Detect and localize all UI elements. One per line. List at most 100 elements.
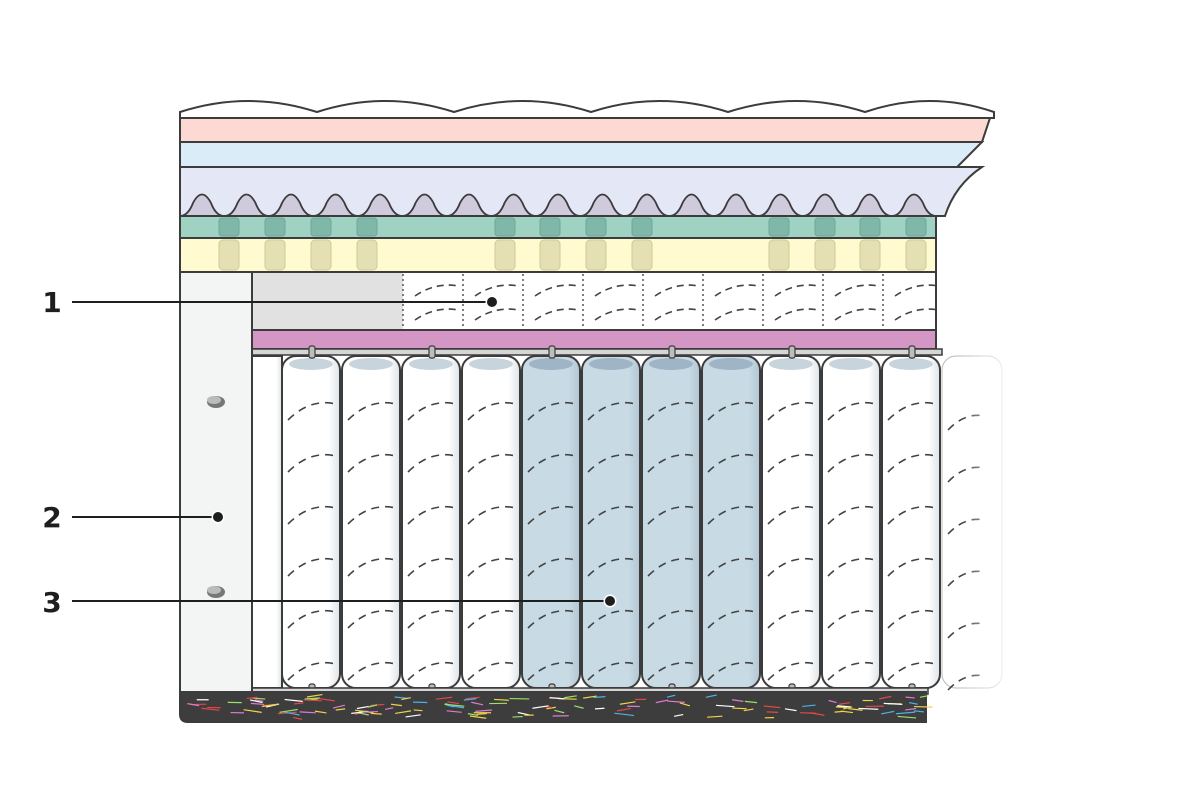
pocket-spring-coil xyxy=(767,557,817,577)
pocket-spring-coil xyxy=(287,609,337,629)
pocket-spring-coil xyxy=(827,557,877,577)
base-fabric xyxy=(179,691,927,723)
pocket-spring-coil xyxy=(347,661,397,681)
mini-spring-coil xyxy=(834,308,880,321)
pocket-spring-coil xyxy=(707,661,757,681)
fabric-fibre xyxy=(707,715,723,718)
fabric-fibre xyxy=(554,709,565,714)
mini-spring-coil xyxy=(894,284,940,297)
fabric-fibre xyxy=(879,695,892,700)
egg-crate-bump xyxy=(179,193,225,217)
fabric-fibre xyxy=(895,711,916,715)
pocket-spring-coil xyxy=(287,453,337,473)
fabric-fibre xyxy=(463,698,477,701)
green-foam-block xyxy=(494,217,516,237)
fabric-fibre xyxy=(246,696,258,700)
callout-2-dot xyxy=(213,512,223,522)
fabric-fibre xyxy=(447,704,465,709)
pocket-spring-coil xyxy=(407,557,457,577)
green-foam-block xyxy=(585,217,607,237)
green-foam-block xyxy=(905,217,927,237)
callout-label-2: 2 xyxy=(42,501,61,534)
pocket-spring-cap xyxy=(589,358,633,370)
fabric-fibre xyxy=(384,707,394,710)
fabric-fibre xyxy=(304,697,320,700)
pocket-spring-coil xyxy=(887,557,937,577)
pocket-spring-coil xyxy=(527,453,577,473)
pocket-spring-coil xyxy=(407,453,457,473)
pocket-spring-coil xyxy=(647,557,697,577)
fabric-fibre xyxy=(858,707,879,710)
green-foam-block xyxy=(814,217,836,237)
pocket-spring-cap xyxy=(529,358,573,370)
pocket-spring-coil xyxy=(527,609,577,629)
mini-spring-coil xyxy=(714,284,760,297)
yellow-foam-block xyxy=(310,239,332,271)
fabric-fibre xyxy=(314,710,327,714)
mini-spring-coil xyxy=(774,308,820,321)
mini-spring-coil xyxy=(474,308,520,321)
pocket-spring-coil xyxy=(767,453,817,473)
egg-crate-bump xyxy=(580,193,625,217)
fabric-fibre xyxy=(546,706,556,710)
egg-crate-bump xyxy=(357,193,403,217)
fabric-fibre xyxy=(705,694,717,698)
callout-2-leader xyxy=(72,510,225,524)
pocket-spring-coil xyxy=(827,609,877,629)
pocket-spring-coil xyxy=(827,505,877,525)
fabric-fibre xyxy=(564,695,577,699)
callouts: 1 2 3 xyxy=(42,286,617,619)
egg-crate-bump xyxy=(624,193,670,217)
fabric-fibre xyxy=(401,697,411,701)
green-foam-block xyxy=(264,217,286,237)
pocket-spring-coil xyxy=(647,401,697,421)
pocket-spring-coil xyxy=(647,453,697,473)
egg-crate-bump xyxy=(847,193,892,217)
magenta-separator-layer xyxy=(251,329,937,350)
green-foam-block xyxy=(768,217,790,237)
fabric-fibre xyxy=(370,712,382,715)
base-fabric-fibres xyxy=(187,693,933,720)
pocket-spring-coil xyxy=(767,505,817,525)
fabric-fibre xyxy=(828,699,837,704)
fabric-fibre xyxy=(883,702,903,705)
fabric-fibre xyxy=(838,702,850,705)
fabric-fibre xyxy=(469,715,487,719)
egg-crate-bump xyxy=(891,193,937,217)
pocket-spring-cap xyxy=(889,358,933,370)
pocket-spring-coil xyxy=(467,505,517,525)
pocket-spring-coil xyxy=(287,401,337,421)
fabric-fibre xyxy=(368,704,378,708)
pocket-spring-coil xyxy=(887,453,937,473)
fabric-fibre xyxy=(335,708,346,711)
fabric-fibre xyxy=(362,710,379,713)
green-foam-block xyxy=(631,217,653,237)
pocket-spring-coil xyxy=(407,505,457,525)
top-quilted-cover xyxy=(179,100,995,119)
green-foam-block xyxy=(539,217,561,237)
pocket-spring-coil xyxy=(707,609,757,629)
mattress-body xyxy=(179,100,1020,723)
fabric-fibre xyxy=(250,702,265,706)
fabric-fibre xyxy=(493,698,510,701)
fabric-fibre xyxy=(284,711,300,716)
fabric-fibre xyxy=(655,699,669,704)
pocket-spring-coil xyxy=(347,557,397,577)
pocket-spring-cap xyxy=(649,358,693,370)
egg-crate-layer xyxy=(179,193,937,217)
fabric-fibre xyxy=(614,712,635,717)
yellow-foam-block xyxy=(768,239,790,271)
mini-spring-coil xyxy=(774,284,820,297)
fabric-fibre xyxy=(766,711,779,713)
yellow-foam-block xyxy=(859,239,881,271)
fabric-fibre xyxy=(249,699,263,704)
pocket-spring-coil xyxy=(467,401,517,421)
pocket-spring-cap xyxy=(409,358,453,370)
pocket-spring-cap xyxy=(469,358,513,370)
fabric-fibre xyxy=(187,703,200,707)
pocket-spring-coil xyxy=(347,505,397,525)
fabric-fibre xyxy=(279,708,298,713)
pocket-spring-coil xyxy=(347,609,397,629)
foam-blocks xyxy=(218,217,927,271)
egg-crate-bump xyxy=(402,193,447,217)
